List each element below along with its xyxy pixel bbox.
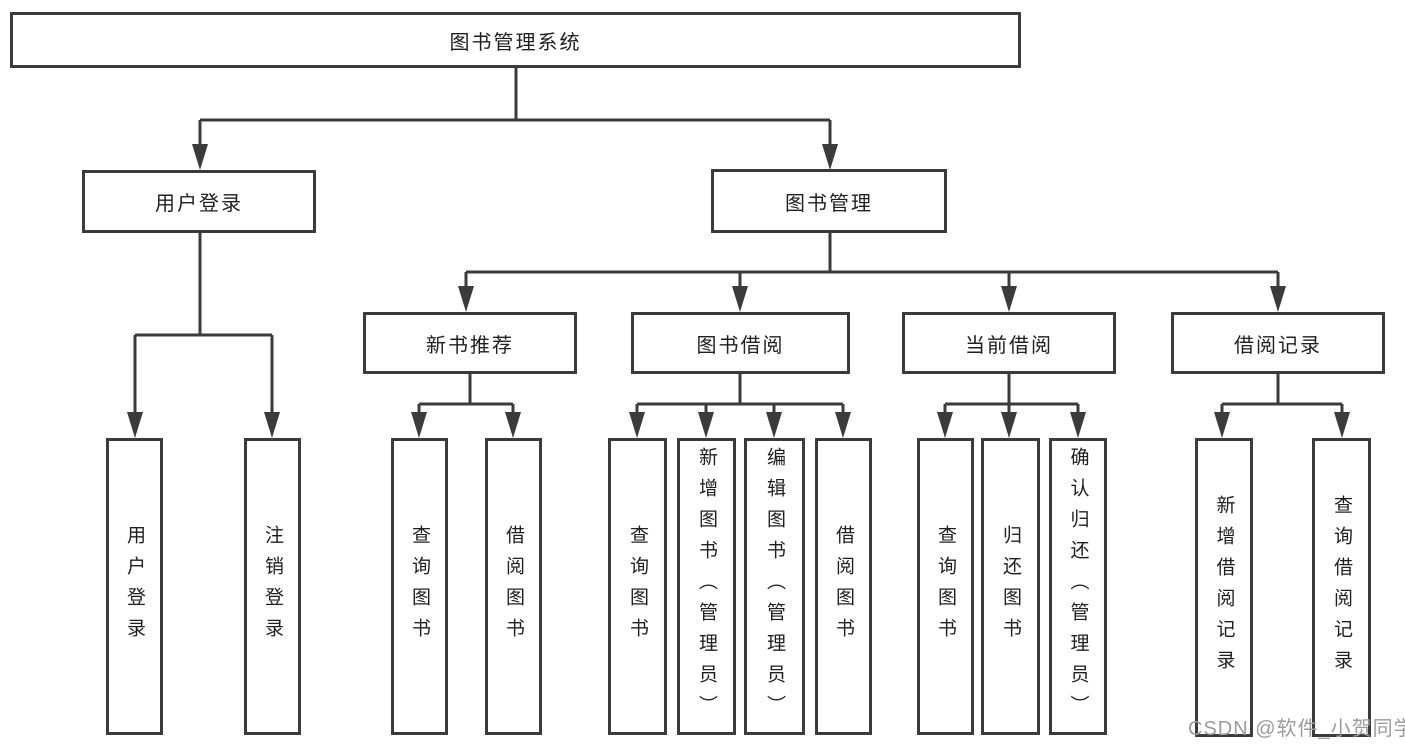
leaf-query-borrow-record: 查询借阅记录 <box>1312 438 1371 737</box>
leaf-borrow-books-recommend: 借阅图书 <box>485 438 542 735</box>
node-label: 图书管理 <box>785 192 873 215</box>
node-label: 借阅记录 <box>1234 334 1322 357</box>
leaf-edit-book-admin: 编辑图书（管理员） <box>744 438 805 735</box>
node-label: 新书推荐 <box>426 334 514 357</box>
node-root-library-system: 图书管理系统 <box>10 12 1021 68</box>
leaf-query-books-current: 查询图书 <box>917 438 974 735</box>
node-label: 编辑图书（管理员） <box>764 447 785 726</box>
leaf-query-books-recommend: 查询图书 <box>391 438 448 735</box>
leaf-query-books-borrow: 查询图书 <box>608 438 667 735</box>
node-current-borrowing: 当前借阅 <box>902 312 1116 374</box>
node-new-book-recommendation: 新书推荐 <box>363 312 577 374</box>
node-user-login: 用户登录 <box>82 170 316 233</box>
node-label: 归还图书 <box>1000 524 1021 649</box>
leaf-borrow-books: 借阅图书 <box>815 438 872 735</box>
node-label: 图书借阅 <box>696 334 785 357</box>
leaf-add-borrow-record: 新增借阅记录 <box>1195 438 1253 737</box>
node-book-management: 图书管理 <box>711 169 947 233</box>
node-label: 用户登录 <box>124 524 145 649</box>
node-label: 借阅图书 <box>503 524 524 649</box>
node-label: 注销登录 <box>262 524 283 649</box>
node-label: 查询图书 <box>409 524 430 649</box>
leaf-return-books: 归还图书 <box>981 438 1040 735</box>
node-label: 图书管理系统 <box>449 31 582 54</box>
node-label: 确认归还（管理员） <box>1067 447 1089 726</box>
csdn-watermark: CSDN @软件_小贺同学 <box>1188 718 1405 740</box>
leaf-confirm-return-admin: 确认归还（管理员） <box>1049 438 1107 735</box>
node-label: 查询图书 <box>935 524 956 649</box>
node-label: 借阅图书 <box>833 524 854 649</box>
arrowhead-icons <box>127 144 1350 438</box>
node-borrowing-records: 借阅记录 <box>1171 312 1385 374</box>
leaf-add-book-admin: 新增图书（管理员） <box>677 438 736 735</box>
node-label: 查询借阅记录 <box>1331 494 1352 681</box>
leaf-logout: 注销登录 <box>244 438 301 735</box>
node-label: 新增借阅记录 <box>1213 494 1235 681</box>
node-label: 新增图书（管理员） <box>696 447 717 726</box>
node-label: 查询图书 <box>627 524 648 649</box>
node-book-borrowing: 图书借阅 <box>631 312 850 374</box>
leaf-user-login: 用户登录 <box>106 438 163 735</box>
node-label: 用户登录 <box>155 193 243 215</box>
node-label: 当前借阅 <box>965 334 1053 357</box>
